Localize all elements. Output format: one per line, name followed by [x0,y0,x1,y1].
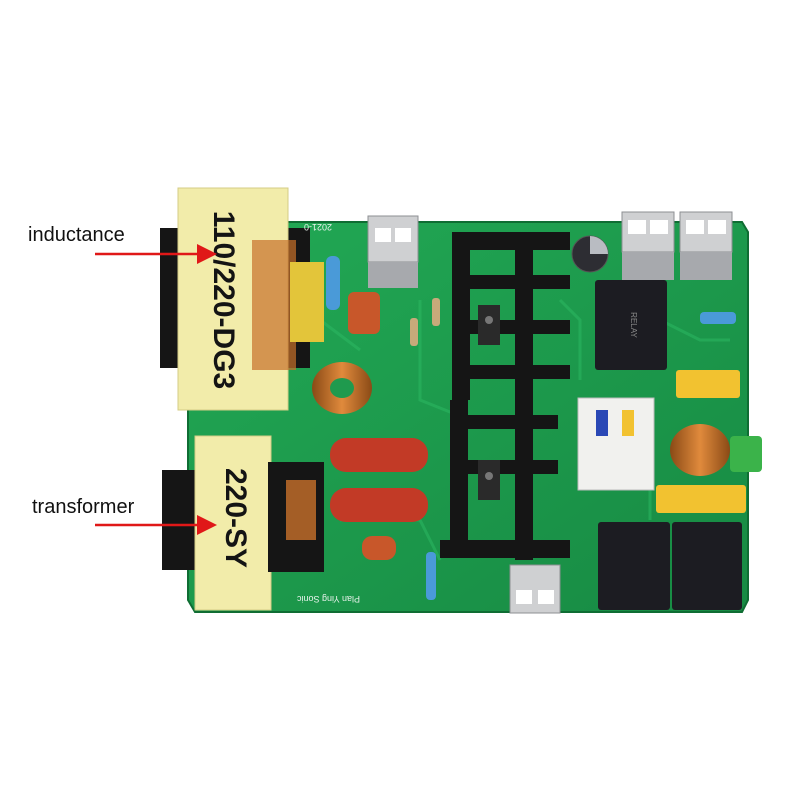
relay-top: RELAY [595,280,667,370]
toroid-inductor-left [312,362,372,414]
relay-bottom-left [598,522,670,610]
silkscreen-maker: Plan Ying Sonic [296,594,360,604]
terminal-block-bottom [509,564,561,614]
inductor-marking: 110/220-DG3 [207,211,240,389]
terminal-block-power-1 [621,211,675,280]
silkscreen-year: 2021-0 [304,222,332,232]
transformer-callout: transformer [32,496,135,518]
relay-bottom-right [672,522,742,610]
svg-text:RELAY: RELAY [629,312,638,338]
transformer-marking: 220-SY [219,468,252,568]
resistors [326,256,736,600]
heatsink-lower [440,400,570,560]
toroid-inductor-right [670,424,762,476]
silkscreen: 2021-0 Plan Ying Sonic [296,222,360,604]
heatsink-upper [452,232,570,400]
power-module [577,397,655,491]
inductor: 110/220-DG3 [160,187,324,411]
electrolytic-capacitor [571,235,609,273]
terminal-block-output [367,215,419,288]
x-capacitors [348,292,746,513]
film-capacitors [330,438,428,560]
inductance-callout: inductance [28,224,125,246]
terminal-block-power-2 [679,211,733,280]
